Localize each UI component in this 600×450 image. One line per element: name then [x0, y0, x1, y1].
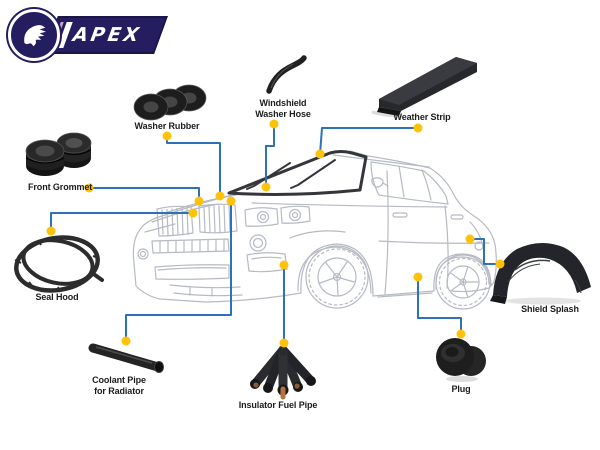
label-line: for Radiator: [94, 386, 144, 396]
label-shield-splash: Shield Splash: [521, 304, 579, 314]
label-line: Windshield: [259, 98, 307, 108]
logo-plate: APEX: [44, 16, 168, 54]
connector-dots: [46, 119, 505, 348]
plug-image: [436, 338, 486, 382]
label-coolant-pipe-for-radiator: Coolant Pipe for Radiator: [92, 375, 146, 397]
shield-splash-image: [490, 242, 591, 305]
label-weather-strip: Weather Strip: [393, 112, 451, 122]
apex-logo: APEX: [8, 8, 168, 61]
windshield-and-wipers: [227, 150, 368, 196]
washer-rubber-image: [133, 84, 207, 121]
label-line: Coolant Pipe: [92, 375, 146, 385]
label-insulator-fuel-pipe: Insulator Fuel Pipe: [238, 400, 318, 410]
label-windshield-washer-hose: Windshield Washer Hose: [255, 98, 311, 120]
connector-lines: [50, 124, 500, 343]
label-front-grommet: Front Grommet: [28, 182, 93, 192]
label-seal-hood: Seal Hood: [35, 292, 79, 302]
label-line: Washer Hose: [255, 109, 311, 119]
eagle-icon: [8, 9, 60, 61]
seal-hood-image: [14, 235, 104, 293]
insulator-fuel-pipe-image: [250, 345, 316, 400]
coolant-pipe-image: [88, 343, 164, 373]
eagle-icon-svg: [24, 25, 46, 47]
windshield-washer-hose-image: [266, 55, 307, 94]
label-washer-rubber: Washer Rubber: [134, 121, 200, 131]
weather-strip-image: [371, 57, 477, 118]
car-illustration: [132, 150, 497, 310]
front-grommet-image: [25, 132, 92, 176]
label-plug: Plug: [451, 384, 471, 394]
